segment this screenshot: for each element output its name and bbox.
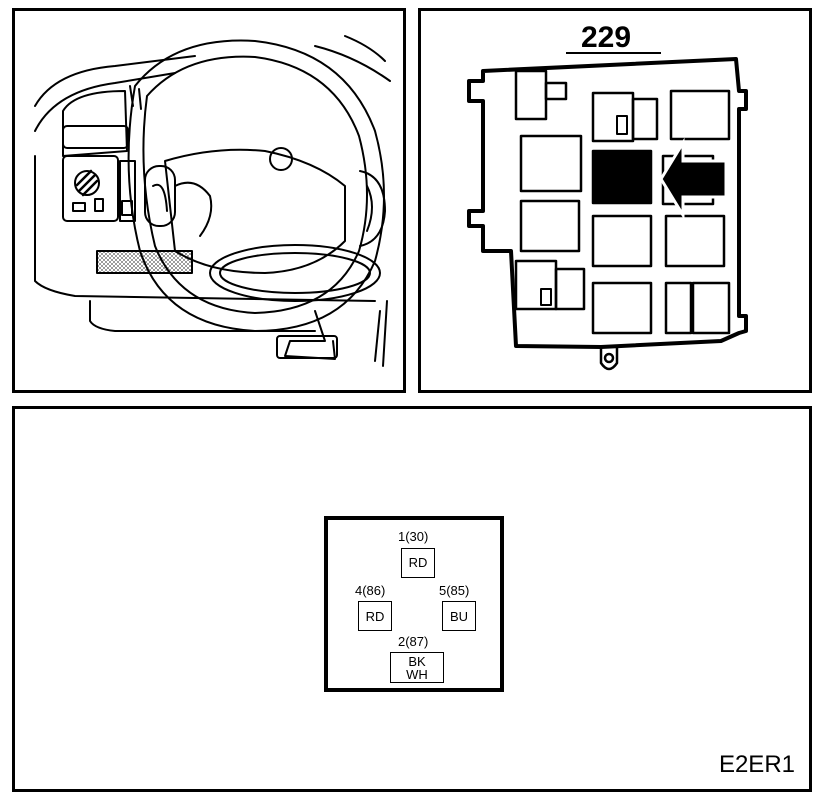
steering-wheel-rim <box>127 39 385 332</box>
dash-lower-left <box>34 155 376 302</box>
dash-top-line <box>34 55 196 107</box>
left-spoke <box>174 181 213 237</box>
dashboard-illustration-panel <box>12 8 406 393</box>
mount-tab <box>599 347 619 371</box>
dash-top-line-inner <box>34 72 176 132</box>
relay-slot-7 <box>519 199 581 253</box>
left-stalk <box>144 165 176 227</box>
pin-bottom: BK WH <box>390 652 444 683</box>
right-stalk <box>359 170 386 247</box>
pin-bottom-color-1: BK <box>408 654 426 669</box>
pin-label-top: 1(30) <box>398 529 429 544</box>
horn-pad <box>209 244 381 302</box>
column-lines <box>374 300 388 367</box>
fusebox-panel: 229 <box>418 8 812 393</box>
pin-left: RD <box>358 601 392 631</box>
steering-hub <box>164 148 346 274</box>
fusebox-diagram <box>467 52 748 371</box>
brake-pedal <box>276 335 338 359</box>
light-switch-knob-icon <box>74 170 100 196</box>
light-switch-panel <box>62 155 119 222</box>
dash-right-top <box>314 45 391 82</box>
pin-label-left: 4(86) <box>355 583 386 598</box>
steering-wheel-rim-inner <box>142 55 368 314</box>
relay-slot-8 <box>591 214 653 268</box>
relay-slot-1 <box>514 69 548 121</box>
dashboard-illustration <box>34 35 391 367</box>
pin-right: BU <box>442 601 476 631</box>
relay-slot-12 <box>664 281 693 335</box>
diagram-code: E2ER1 <box>718 751 795 778</box>
pin-top-color: RD <box>408 555 428 570</box>
hub-emblem-icon <box>269 147 293 171</box>
pin-label-bottom: 2(87) <box>398 634 429 649</box>
pin-top: RD <box>401 548 435 578</box>
relay-slot-9 <box>664 214 726 268</box>
relay-slot-11 <box>591 281 653 335</box>
switch-small-right <box>94 198 104 212</box>
left-vent-frame <box>62 90 128 157</box>
pin-left-color: RD <box>365 609 385 624</box>
highlighted-relay <box>591 149 653 205</box>
switch-small-left <box>72 202 86 212</box>
pin-label-right: 5(85) <box>439 583 470 598</box>
pin-right-color: BU <box>449 609 469 624</box>
relay-connector: 1(30) RD 4(86) RD 5(85) BU 2(87) BK WH <box>324 516 504 692</box>
pin-bottom-color-2: WH <box>406 667 428 682</box>
dash-lower-edge <box>89 300 316 332</box>
locator-arrow-icon <box>659 137 728 221</box>
relay-slot-4 <box>519 134 583 193</box>
fusebox-number: 229 <box>581 21 632 54</box>
switch-column <box>119 160 136 222</box>
relay-slot-3 <box>669 89 731 141</box>
relay-pinout-panel: 1(30) RD 4(86) RD 5(85) BU 2(87) BK WH E… <box>12 406 812 792</box>
left-vent <box>62 125 129 149</box>
